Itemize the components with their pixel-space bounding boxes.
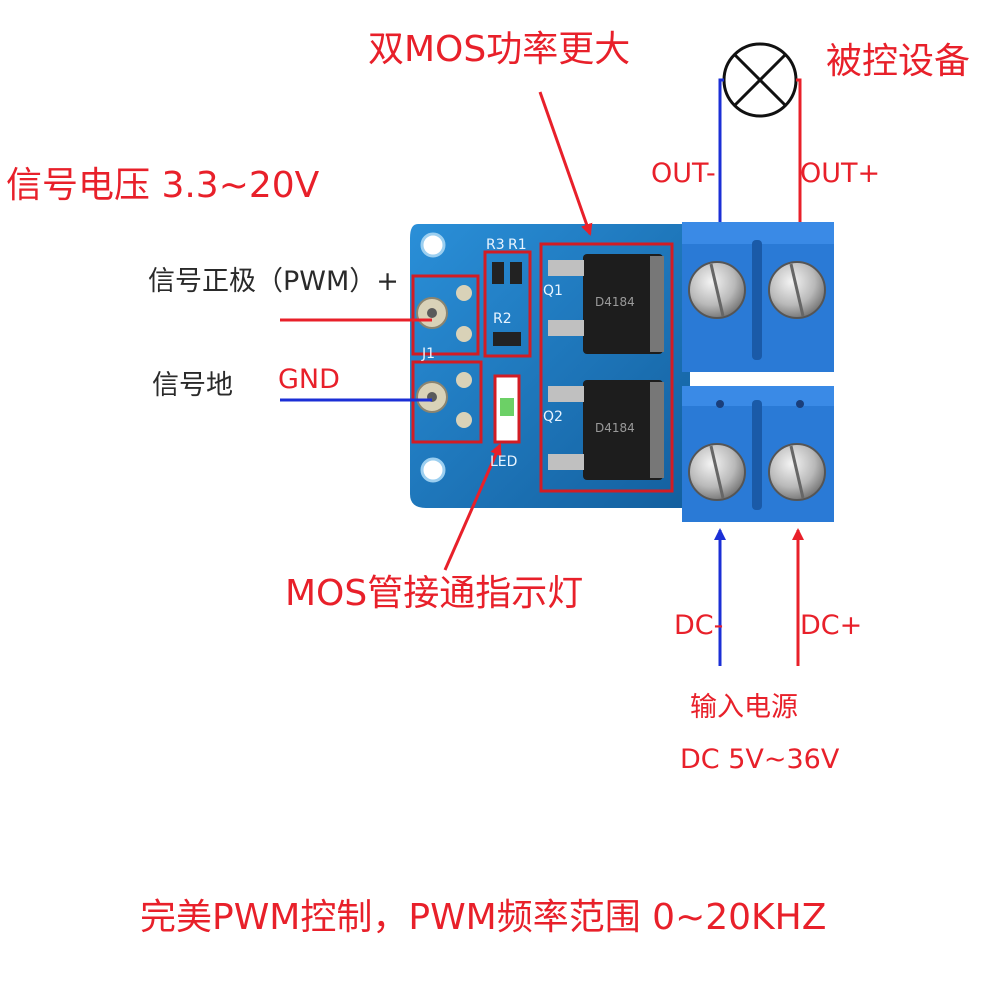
label-input-power: 输入电源 [690, 692, 798, 723]
silk-r2: R2 [493, 311, 512, 327]
silk-j1: J1 [422, 346, 436, 362]
silk-led: LED [490, 454, 518, 470]
label-signal-ground: 信号地 [152, 370, 233, 401]
label-controlled-device: 被控设备 [826, 41, 971, 82]
label-signal-positive: 信号正极（PWM）+ [148, 266, 399, 297]
silk-r1: R1 [508, 237, 527, 253]
led-callout-arrow [443, 443, 502, 571]
label-gnd: GND [278, 364, 340, 395]
signal-header-box-top [411, 274, 480, 356]
mos-callout-arrow [538, 91, 593, 236]
mounting-hole-bottom [420, 457, 446, 483]
chip-marking-q1: D4184 [595, 295, 635, 309]
silk-q2: Q2 [543, 409, 563, 425]
label-dc-minus: DC- [674, 610, 724, 641]
mounting-hole-top [420, 232, 446, 258]
label-dc-plus: DC+ [800, 610, 863, 641]
label-out-plus: OUT+ [800, 158, 881, 189]
label-signal-voltage: 信号电压 3.3~20V [6, 165, 320, 206]
mosfet-q1 [548, 254, 664, 354]
terminal-block-output [682, 222, 834, 372]
lamp-symbol [722, 42, 798, 118]
silk-r3: R3 [486, 237, 505, 253]
resistor-area-box [483, 250, 532, 358]
out-minus-wire [718, 78, 724, 222]
mosfet-q2 [548, 380, 664, 480]
mosfet-box [539, 242, 674, 493]
label-out-minus: OUT- [651, 158, 716, 189]
out-plus-wire [796, 78, 802, 222]
footer-caption: 完美PWM控制，PWM频率范围 0~20KHZ [140, 897, 827, 938]
label-dual-mos: 双MOS功率更大 [368, 29, 631, 70]
label-mos-indicator: MOS管接通指示灯 [285, 573, 584, 614]
label-input-range: DC 5V~36V [680, 744, 840, 775]
silk-q1: Q1 [543, 283, 563, 299]
chip-marking-q2: D4184 [595, 421, 635, 435]
signal-header-box-bottom [411, 360, 483, 444]
terminal-block-input [682, 386, 834, 522]
